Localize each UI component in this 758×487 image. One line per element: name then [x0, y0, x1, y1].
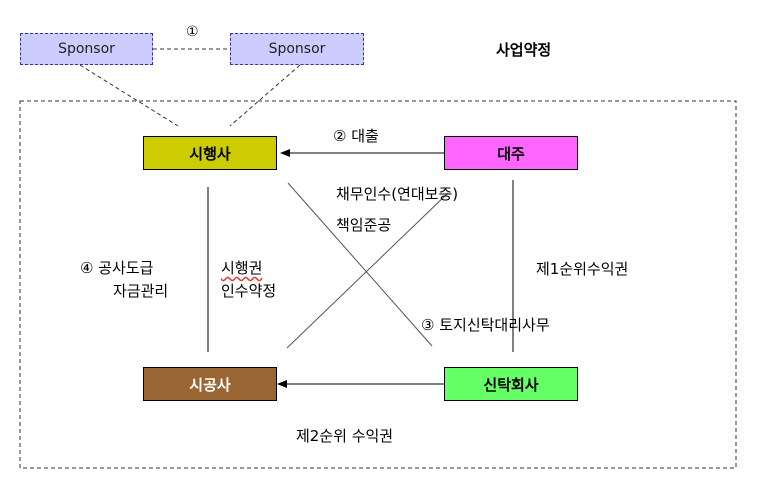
- sponsor-right-label: Sponsor: [268, 41, 326, 57]
- developer-box: 시행사: [143, 136, 277, 170]
- sponsor-right-box: Sponsor: [230, 33, 364, 65]
- second-priority-label: 제2순위 수익권: [296, 427, 394, 445]
- construction-contract-label: ④ 공사도급: [80, 259, 154, 277]
- debt-assumption-label: 채무인수(연대보증): [336, 185, 459, 203]
- marker-1: ①: [186, 24, 199, 40]
- land-trust-label: ③ 토지신탁대리사무: [421, 316, 550, 334]
- developer-trust-diagonal: [287, 182, 433, 347]
- loan-label: ② 대출: [333, 127, 379, 145]
- sponsor-left-to-developer-line: [79, 64, 179, 127]
- execution-right-label: 시행권: [221, 259, 263, 277]
- sponsor-left-box: Sponsor: [20, 33, 153, 65]
- trust-company-label: 신탁회사: [483, 375, 539, 394]
- completion-guarantee-label: 책임준공: [336, 216, 392, 234]
- sponsor-right-to-developer-line: [229, 64, 301, 127]
- developer-label: 시행사: [189, 144, 231, 163]
- trust-company-box: 신탁회사: [444, 367, 578, 401]
- constructor-lender-diagonal: [286, 192, 449, 349]
- execution-agreement-label: 인수약정: [221, 282, 277, 300]
- lender-label: 대주: [497, 144, 525, 163]
- constructor-label: 시공사: [189, 375, 231, 394]
- agreement-title: 사업약정: [496, 41, 552, 59]
- lender-box: 대주: [444, 136, 578, 170]
- sponsor-left-label: Sponsor: [58, 41, 115, 57]
- project-boundary-frame: [19, 100, 737, 469]
- constructor-box: 시공사: [143, 367, 277, 401]
- fund-management-label: 자금관리: [113, 282, 169, 300]
- first-priority-label: 제1순위수익권: [536, 260, 629, 278]
